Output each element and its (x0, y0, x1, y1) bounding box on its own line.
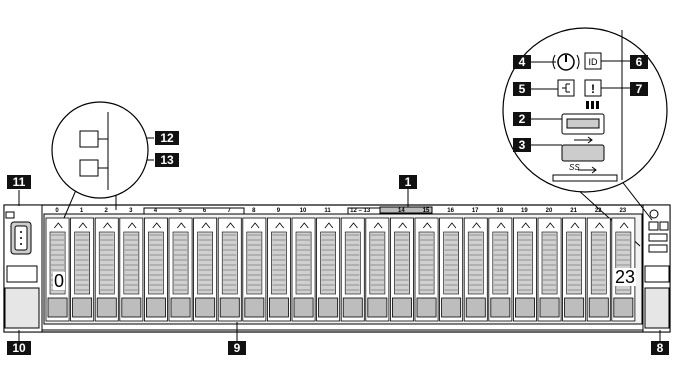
drive-bay (143, 217, 168, 322)
zoom-leaders (531, 60, 630, 146)
drive-bay (94, 217, 119, 322)
bay-number: 20 (545, 208, 553, 214)
drive-bay (316, 217, 341, 322)
callout-12: 12 (155, 131, 179, 145)
drive-bay (537, 217, 562, 322)
operator-panel-small (648, 209, 669, 253)
network-icon (557, 79, 575, 97)
bay-number: 23 (619, 208, 627, 214)
drive-bay (291, 217, 316, 322)
error-icon: ! (584, 79, 602, 109)
svg-text:!: ! (591, 82, 595, 96)
bay-number: 16 (447, 208, 454, 214)
drive-bay (513, 217, 537, 322)
bay-number: 1 (79, 208, 84, 214)
bay-number: 18 (496, 208, 504, 214)
right-rack-latch (644, 287, 670, 329)
usb3-label: SS (569, 163, 580, 172)
drive-bay (340, 217, 365, 322)
drive-bay (365, 217, 390, 322)
bay-number: 5 (178, 208, 182, 214)
svg-text:ID: ID (589, 57, 599, 67)
bay-number: 19 (521, 208, 528, 214)
bay-number: 10 (299, 208, 307, 214)
callout-5: 5 (513, 82, 531, 96)
drive-bay (242, 217, 267, 322)
bay-number: 12 – 13 (350, 208, 371, 214)
usb3-icon (561, 144, 605, 174)
callout-3: 3 (513, 138, 531, 152)
bay-number: 0 (55, 208, 59, 214)
bay-label-last: 23 (614, 267, 637, 287)
bay-number: 7 (227, 208, 231, 214)
drive-bay (217, 217, 242, 322)
drive-bay (45, 217, 70, 322)
drive-bay (119, 217, 144, 322)
drive-bay (168, 217, 193, 322)
drive-bay (414, 217, 439, 322)
usb-icon (561, 113, 605, 144)
bay-number: 2 (104, 208, 108, 214)
left-zoom-circle (51, 101, 149, 199)
drive-bay (488, 217, 513, 322)
bay-number: 15 (422, 208, 430, 214)
callout-6: 6 (630, 55, 648, 69)
bay-number: 14 (398, 208, 405, 214)
callout-8: 8 (651, 341, 669, 355)
id-icon: ID (584, 52, 602, 70)
bay-number: 8 (252, 208, 256, 214)
callout-4: 4 (513, 55, 531, 69)
left-pull-tab (6, 265, 38, 283)
bay-number: 22 (594, 208, 602, 214)
bay-number: 17 (471, 208, 479, 214)
callout-2: 2 (513, 112, 531, 126)
bay-number: 6 (202, 208, 207, 214)
right-pull-tab (644, 265, 670, 283)
callout-11: 11 (7, 175, 31, 189)
drive-bay (266, 217, 291, 322)
drive-bay (389, 217, 414, 322)
callout-13: 13 (155, 153, 179, 167)
bay-number: 21 (570, 208, 577, 214)
callout-10: 10 (7, 341, 31, 355)
drive-bay (463, 217, 488, 322)
drive-bay (586, 217, 611, 322)
drive-bay (562, 217, 587, 322)
right-zoom-circle: ID ! (502, 27, 668, 193)
callout-7: 7 (630, 82, 648, 96)
drive-bay (70, 217, 95, 322)
drive-bays (45, 217, 636, 322)
vga-connector-icon (10, 221, 32, 255)
drive-bay (439, 217, 464, 322)
bay-label-first: 0 (53, 271, 66, 291)
bay-number: 9 (276, 208, 281, 214)
bay-number: 3 (129, 208, 133, 214)
bay-number: 4 (153, 208, 158, 214)
bay-number: 11 (324, 208, 331, 214)
drive-bay (193, 217, 218, 322)
callout-9: 9 (228, 341, 246, 355)
callout-1: 1 (399, 175, 417, 189)
left-rack-latch (4, 287, 40, 329)
